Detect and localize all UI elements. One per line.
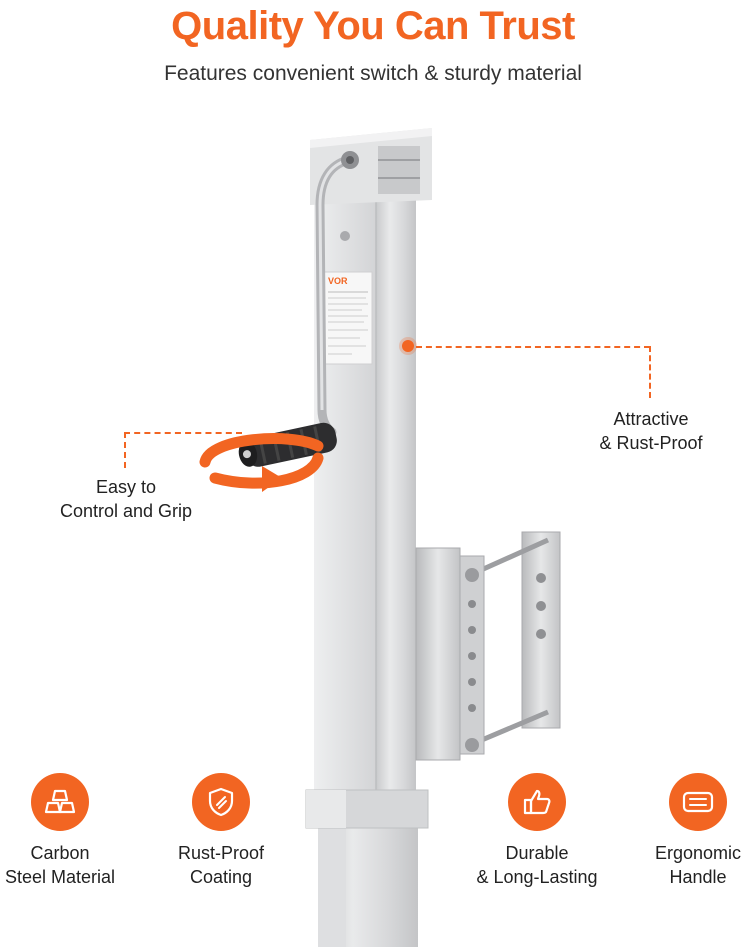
feature-rust-proof: Rust-Proof Coating [146,773,296,889]
feature-label-line1: Carbon [30,843,90,863]
feature-label: Ergonomic Handle [623,841,746,889]
feature-label: Rust-Proof Coating [146,841,296,889]
callout-line-attractive [416,346,650,348]
callout-attractive-line1: Attractive [613,409,689,429]
callout-easy: Easy to Control and Grip [46,475,206,523]
callout-attractive-line2: & Rust-Proof [599,433,703,453]
feature-carbon-steel: Carbon Steel Material [0,773,135,889]
feature-ergonomic: Ergonomic Handle [623,773,746,889]
callout-dot-attractive [402,340,414,352]
feature-label-line2: Handle [669,867,727,887]
feature-label-line2: Steel Material [4,867,116,887]
product-label: VOR [323,271,373,365]
page-subtitle: Features convenient switch & sturdy mate… [164,62,582,85]
shield-icon [208,787,234,817]
grip-handle-icon [682,791,714,813]
feature-label-line1: Durable [505,843,569,863]
callout-attractive: Attractive & Rust-Proof [576,407,726,455]
callout-easy-line2: Control and Grip [59,501,193,521]
outer-tube [305,128,432,829]
inner-tube [318,820,418,947]
feature-label-line1: Rust-Proof [177,843,265,863]
mounting-bracket [415,531,561,761]
feature-durable: Durable & Long-Lasting [462,773,612,889]
feature-label-line2: Coating [189,867,253,887]
thumbs-up-icon [523,789,551,815]
callout-line-easy-drop [124,432,126,468]
feature-label: Durable & Long-Lasting [462,841,612,889]
feature-icon-circle [508,773,566,831]
page-title: Quality You Can Trust [171,4,575,48]
feature-icon-circle [31,773,89,831]
callout-line-easy [124,432,242,434]
feature-label: Carbon Steel Material [0,841,135,889]
feature-label-line2: & Long-Lasting [476,867,598,887]
brand-label: VOR [328,276,348,286]
callout-line-attractive-drop [649,346,651,398]
ingots-icon [44,789,76,814]
feature-label-line1: Ergonomic [654,843,742,863]
feature-icon-circle [192,773,250,831]
callout-easy-line1: Easy to [95,477,157,497]
feature-icon-circle [669,773,727,831]
rotation-arrow-icon [199,433,324,492]
